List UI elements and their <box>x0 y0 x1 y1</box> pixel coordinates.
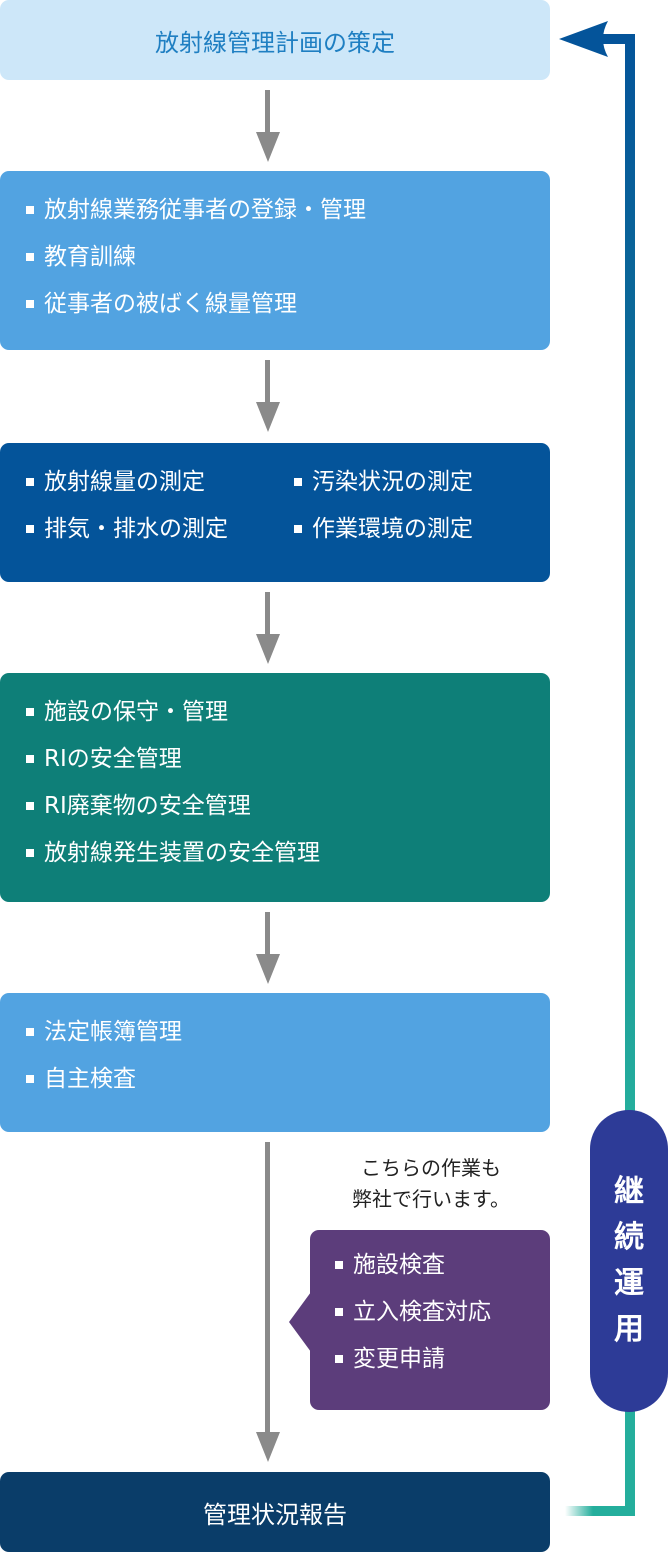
list-item: 放射線業務従事者の登録・管理 <box>26 193 550 240</box>
pill-char: 運 <box>614 1266 644 1301</box>
loop-vertical-line-lower <box>625 1400 635 1516</box>
list-item: 汚染状況の測定 <box>294 465 534 512</box>
side-note-line-1: こちらの作業も <box>361 1156 501 1180</box>
list-item: RIの安全管理 <box>26 742 550 789</box>
loop-vertical-line <box>625 34 635 1114</box>
side-note-box: 施設検査 立入検査対応 変更申請 <box>310 1230 550 1410</box>
step-measurement: 放射線量の測定 汚染状況の測定 排気・排水の測定 作業環境の測定 <box>0 443 550 582</box>
list-item: 作業環境の測定 <box>294 512 534 559</box>
loop-arrowhead-icon <box>559 21 608 57</box>
list-item: 教育訓練 <box>26 240 550 287</box>
list-item: 排気・排水の測定 <box>26 512 294 559</box>
list-item: 放射線量の測定 <box>26 465 294 512</box>
step-records: 法定帳簿管理 自主検査 <box>0 993 550 1132</box>
side-note-line-2: 弊社で行います。 <box>352 1187 510 1211</box>
pill-char: 用 <box>614 1312 644 1347</box>
list-item: 放射線発生装置の安全管理 <box>26 836 550 883</box>
side-note-callout-pointer <box>289 1292 311 1352</box>
step-plan: 放射線管理計画の策定 <box>0 0 550 80</box>
loop-bottom-line <box>565 1506 635 1516</box>
list-item: 施設の保守・管理 <box>26 695 550 742</box>
loop-top-line <box>600 34 635 44</box>
list-item: 自主検査 <box>26 1062 550 1109</box>
pill-char: 継 <box>614 1174 644 1209</box>
list-item: 変更申請 <box>335 1342 550 1389</box>
list-item: 法定帳簿管理 <box>26 1015 550 1062</box>
step-report-label: 管理状況報告 <box>203 1500 347 1529</box>
step-plan-label: 放射線管理計画の策定 <box>155 28 395 57</box>
list-item: 施設検査 <box>335 1248 550 1295</box>
list-item: 立入検査対応 <box>335 1295 550 1342</box>
list-item: 従事者の被ばく線量管理 <box>26 287 550 334</box>
side-note-caption: こちらの作業も 弊社で行います。 <box>318 1153 544 1215</box>
step-personnel: 放射線業務従事者の登録・管理 教育訓練 従事者の被ばく線量管理 <box>0 171 550 350</box>
list-item: RI廃棄物の安全管理 <box>26 789 550 836</box>
continuous-operation-label: 継 続 運 用 <box>590 1110 668 1412</box>
pill-char: 続 <box>614 1220 644 1255</box>
step-report: 管理状況報告 <box>0 1472 550 1552</box>
step-safety: 施設の保守・管理 RIの安全管理 RI廃棄物の安全管理 放射線発生装置の安全管理 <box>0 673 550 902</box>
